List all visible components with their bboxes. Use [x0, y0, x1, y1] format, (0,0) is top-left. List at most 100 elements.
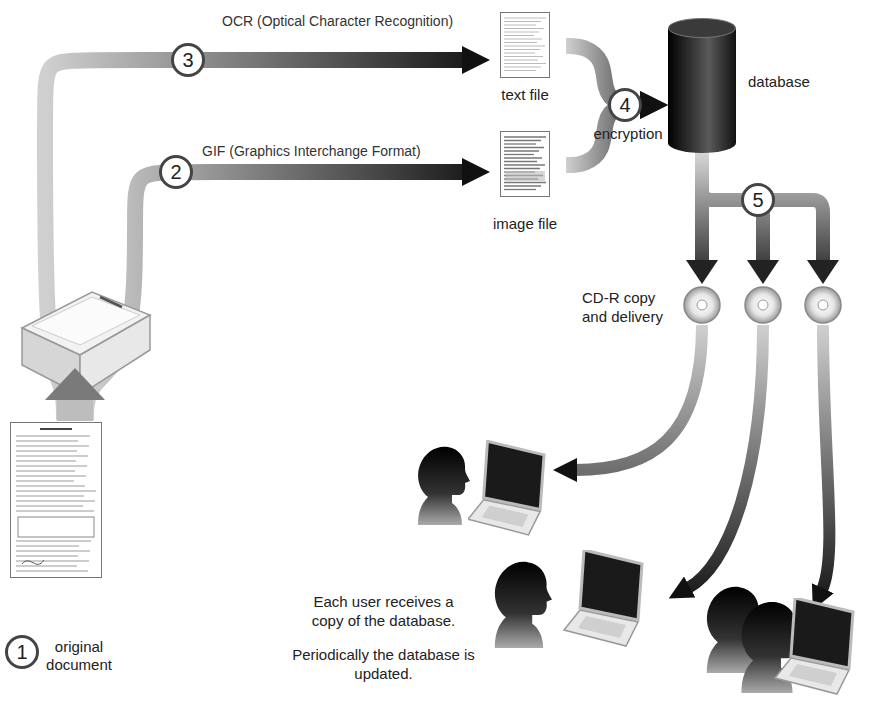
page-line: [504, 25, 536, 26]
cd-disc: [758, 300, 768, 310]
laptop: [468, 441, 544, 535]
distribution-heads: [686, 260, 718, 284]
page-line: [504, 161, 537, 162]
page-line: [16, 505, 83, 506]
callout-circle: 1: [5, 635, 39, 669]
signature: [22, 560, 44, 564]
flow-arrow: [86, 172, 464, 420]
edge-label: GIF (Graphics Interchange Format): [202, 143, 421, 159]
user-silhouette: [495, 562, 552, 648]
page-line: [504, 63, 546, 64]
user-silhouette: [418, 447, 470, 525]
page-line: [16, 555, 78, 556]
feed-arrow: [45, 368, 105, 421]
imagefile-icon: [500, 131, 550, 197]
callout-number: 3: [174, 46, 202, 74]
textfile-icon: [500, 12, 550, 78]
label-holder: GIF (Graphics Interchange Format): [202, 142, 421, 161]
page-line: [504, 136, 546, 137]
node-caption: original document: [40, 638, 118, 674]
cd-disc: [745, 287, 781, 323]
db-icon: [668, 18, 736, 154]
page-line: [504, 39, 542, 40]
text-file: text file: [490, 8, 566, 110]
page-line: [16, 485, 85, 486]
page-line: [504, 49, 540, 50]
page-line: [16, 450, 77, 451]
page-line: [16, 455, 88, 456]
scanner: [80, 315, 150, 395]
page-line: [16, 570, 88, 571]
callout-circle: 2: [159, 155, 193, 189]
page-line: [16, 465, 87, 466]
page-line: [504, 67, 541, 68]
feed-arrow: [57, 399, 93, 421]
delivery-arrows: [822, 325, 829, 590]
process-label: encryption: [593, 125, 662, 142]
callout-circle: 3: [171, 43, 205, 77]
delivery-arrows: [575, 325, 829, 590]
doc-icon: [10, 422, 102, 578]
distribution-arrows: [702, 150, 823, 262]
page-line: [504, 157, 542, 158]
page-line: [504, 53, 535, 54]
label-holder: Periodically the database is updated.: [286, 645, 481, 683]
image-file: image file: [490, 125, 566, 239]
cd-disc: [697, 300, 707, 310]
edge-label: OCR (Optical Character Recognition): [222, 13, 453, 29]
image-tone: [505, 171, 545, 181]
page-line: [504, 143, 536, 144]
distribution-arrows: [702, 150, 823, 262]
cd-disc: [684, 287, 841, 323]
user-silhouette: [418, 447, 802, 693]
page-line: [16, 550, 90, 551]
page-line: [504, 185, 541, 186]
page-heading: [40, 428, 72, 430]
delivery-arrows: [575, 325, 702, 470]
page-line: [504, 150, 539, 151]
callout-number: 1: [8, 638, 36, 666]
laptop: [564, 550, 642, 646]
page-line: [16, 510, 94, 511]
label-holder: OCR (Optical Character Recognition): [222, 12, 453, 31]
page-line: [504, 140, 541, 141]
page-line: [504, 182, 546, 183]
page-box: [18, 517, 94, 537]
page-line: [16, 545, 79, 546]
cd-disc: [805, 287, 841, 323]
callout-number: 2: [162, 158, 190, 186]
distribution-arrows: [695, 190, 709, 262]
label-holder: Each user receives a copy of the databas…: [301, 592, 466, 630]
callout-number: 5: [744, 186, 772, 214]
page-line: [504, 32, 539, 33]
note: Each user receives a copy of the databas…: [312, 593, 455, 629]
page-line: [16, 565, 77, 566]
distribution-heads: [807, 260, 839, 284]
cylinder-top: [669, 19, 736, 38]
page-line: [504, 56, 543, 57]
cylinder-base: [668, 133, 736, 153]
page: [11, 423, 102, 578]
callout-circle: 4: [608, 88, 642, 122]
callout-circle: 5: [741, 183, 775, 217]
page-line: [16, 495, 84, 496]
page-line: [16, 540, 91, 541]
page-line: [16, 460, 76, 461]
page-line: [504, 21, 541, 22]
feed-arrow: [45, 368, 105, 400]
callout-number: 4: [611, 91, 639, 119]
cylinder-body: [668, 28, 736, 143]
page-line: [504, 164, 545, 165]
cd-disc: [684, 287, 720, 323]
distribution-heads: [686, 260, 839, 284]
page: [501, 132, 550, 197]
scanner: [100, 297, 122, 307]
laptop: [775, 598, 853, 694]
page-line: [504, 147, 544, 148]
delivery-arrows: [688, 325, 763, 588]
page-line: [16, 475, 86, 476]
page: [501, 13, 550, 78]
page-line: [504, 46, 545, 47]
page-line: [504, 42, 537, 43]
